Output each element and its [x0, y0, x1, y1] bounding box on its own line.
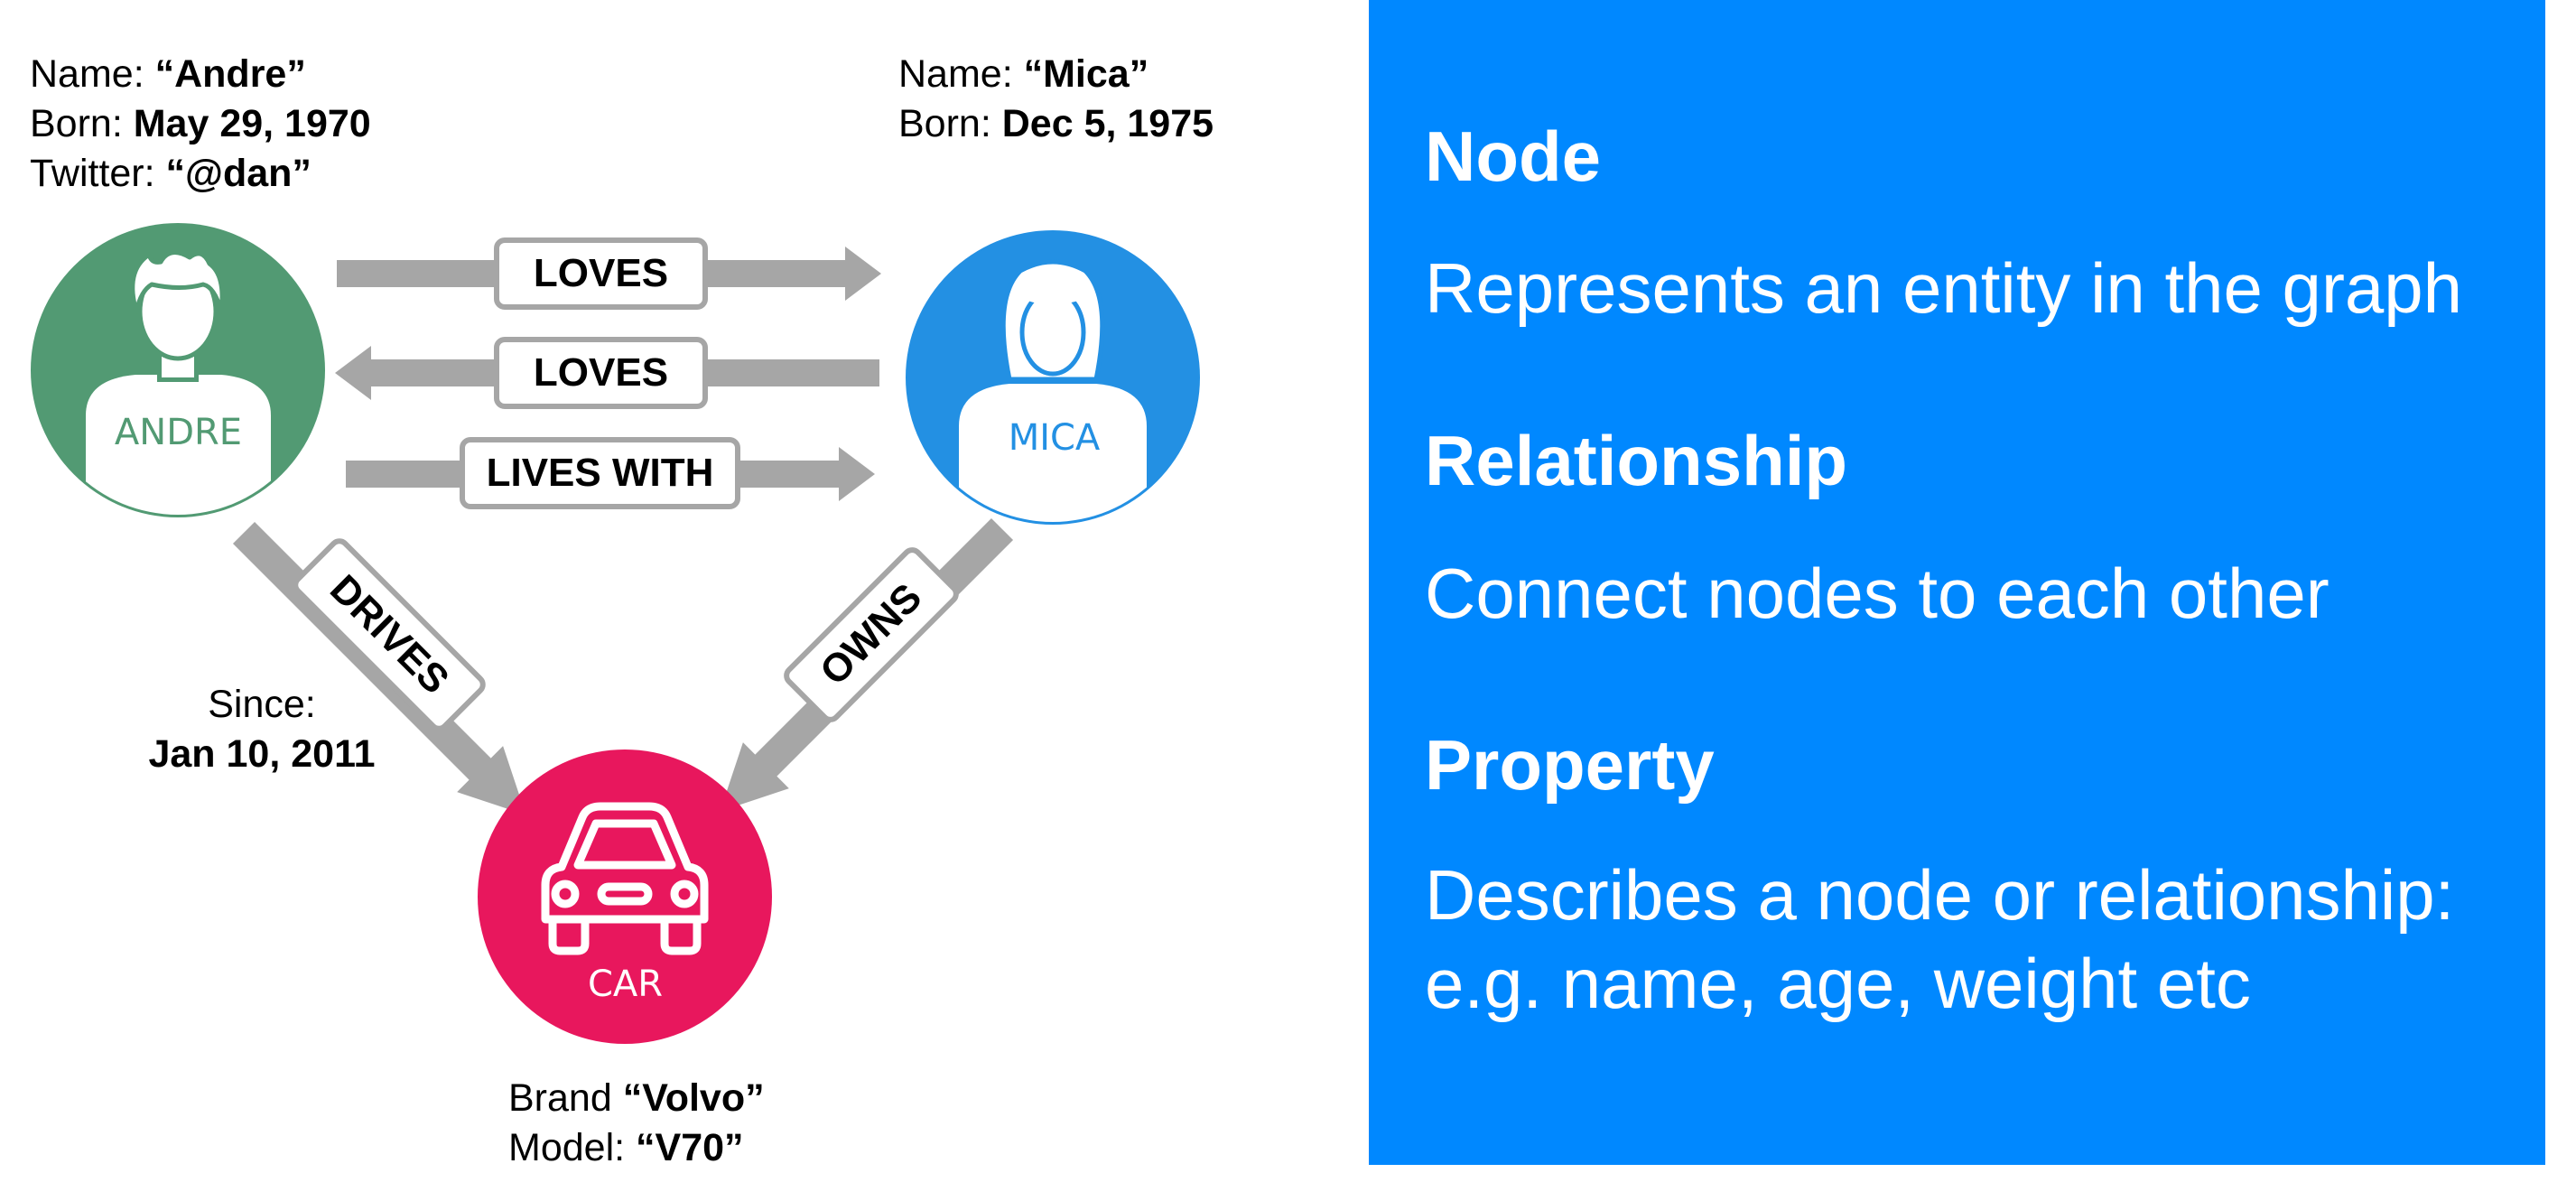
car-model-value: “V70”	[636, 1126, 744, 1169]
mica-node-label: MICA	[1008, 417, 1101, 459]
loves-label-1[interactable]: LOVES	[494, 237, 708, 310]
andre-properties: Name: “Andre” Born: May 29, 1970 Twitter…	[30, 52, 371, 195]
relationship-term: Relationship	[1425, 421, 1848, 500]
andre-twitter-value: “@dan”	[165, 152, 312, 195]
since-value: Jan 10, 2011	[148, 732, 376, 776]
andre-node-label: ANDRE	[114, 412, 243, 453]
car-node[interactable]	[478, 749, 772, 1044]
car-properties: Brand “Volvo” Model: “V70”	[508, 1076, 765, 1169]
car-node-label: CAR	[587, 964, 664, 1005]
car-brand-value: “Volvo”	[622, 1076, 765, 1120]
car-icon	[541, 802, 709, 955]
legend-panel: Node Represents an entity in the graph R…	[1369, 0, 2545, 1165]
mica-properties: Name: “Mica” Born: Dec 5, 1975	[898, 52, 1214, 145]
property-term: Property	[1425, 725, 1715, 805]
lives-with-label[interactable]: LIVES WITH	[460, 437, 740, 509]
node-description: Represents an entity in the graph	[1425, 248, 2463, 328]
andre-name-value: “Andre”	[154, 52, 306, 96]
andre-node[interactable]	[31, 223, 325, 542]
male-person-icon	[86, 250, 271, 515]
loves-label-2[interactable]: LOVES	[494, 337, 708, 409]
relationship-description: Connect nodes to each other	[1425, 554, 2330, 633]
mica-node[interactable]	[906, 230, 1200, 542]
drives-properties: Since: Jan 10, 2011	[135, 680, 388, 779]
property-description-line-1: Describes a node or relationship:	[1425, 855, 2455, 935]
property-description-line-2: e.g. name, age, weight etc	[1425, 944, 2251, 1023]
node-term: Node	[1425, 116, 1601, 196]
andre-born-value: May 29, 1970	[133, 102, 371, 145]
since-key: Since:	[208, 683, 316, 726]
mica-name-value: “Mica”	[1023, 52, 1149, 96]
female-person-icon	[959, 259, 1147, 522]
mica-born-value: Dec 5, 1975	[1001, 102, 1214, 145]
